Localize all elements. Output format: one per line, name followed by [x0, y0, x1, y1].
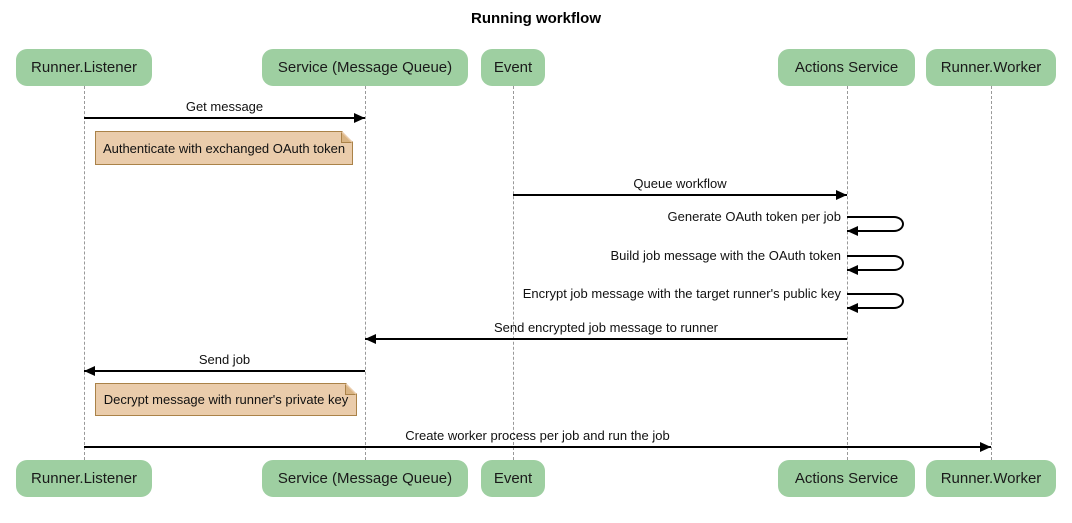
lifeline-service-message-queue: [365, 86, 366, 460]
actor-service-message-queue-bottom: Service (Message Queue): [262, 460, 468, 497]
message-label-create-worker: Create worker process per job and run th…: [405, 428, 670, 443]
lifeline-runner-listener: [84, 86, 85, 460]
diagram-title: Running workflow: [471, 10, 601, 27]
message-line-get-message: [84, 117, 365, 119]
message-line-send-encrypted: [365, 338, 847, 340]
note-decrypt: Decrypt message with runner's private ke…: [95, 383, 357, 416]
arrowhead-left-icon: [847, 265, 858, 275]
actor-actions-service-bottom: Actions Service: [778, 460, 915, 497]
message-line-create-worker: [84, 446, 991, 448]
note-text: Decrypt message with runner's private ke…: [103, 392, 349, 407]
message-line-queue-workflow: [513, 194, 847, 196]
actor-actions-service-top: Actions Service: [778, 49, 915, 86]
message-label-send-job: Send job: [198, 352, 251, 367]
self-loop-line: [847, 216, 904, 232]
arrowhead-right-icon: [980, 442, 991, 452]
lifeline-runner-worker: [991, 86, 992, 460]
note-fold-icon: [345, 384, 356, 395]
lifeline-event: [513, 86, 514, 460]
actor-event-top: Event: [481, 49, 545, 86]
note-text: Authenticate with exchanged OAuth token: [102, 140, 346, 156]
arrowhead-left-icon: [365, 334, 376, 344]
actor-service-message-queue-top: Service (Message Queue): [262, 49, 468, 86]
message-label-queue-workflow: Queue workflow: [633, 176, 727, 191]
self-loop-line: [847, 293, 904, 309]
actor-runner-worker-bottom: Runner.Worker: [926, 460, 1056, 497]
arrowhead-right-icon: [354, 113, 365, 123]
self-loop-line: [847, 255, 904, 271]
actor-runner-listener-bottom: Runner.Listener: [16, 460, 152, 497]
message-label-send-encrypted: Send encrypted job message to runner: [493, 320, 719, 335]
actor-runner-listener-top: Runner.Listener: [16, 49, 152, 86]
message-label-get-message: Get message: [185, 99, 264, 114]
note-authenticate: Authenticate with exchanged OAuth token: [95, 131, 353, 165]
message-label-encrypt-job-message: Encrypt job message with the target runn…: [522, 286, 841, 301]
message-label-build-job-message: Build job message with the OAuth token: [610, 248, 841, 263]
message-line-send-job: [84, 370, 365, 372]
arrowhead-left-icon: [847, 226, 858, 236]
arrowhead-right-icon: [836, 190, 847, 200]
actor-runner-worker-top: Runner.Worker: [926, 49, 1056, 86]
arrowhead-left-icon: [84, 366, 95, 376]
message-label-generate-oauth: Generate OAuth token per job: [667, 209, 841, 224]
note-fold-icon: [341, 132, 352, 143]
actor-event-bottom: Event: [481, 460, 545, 497]
arrowhead-left-icon: [847, 303, 858, 313]
